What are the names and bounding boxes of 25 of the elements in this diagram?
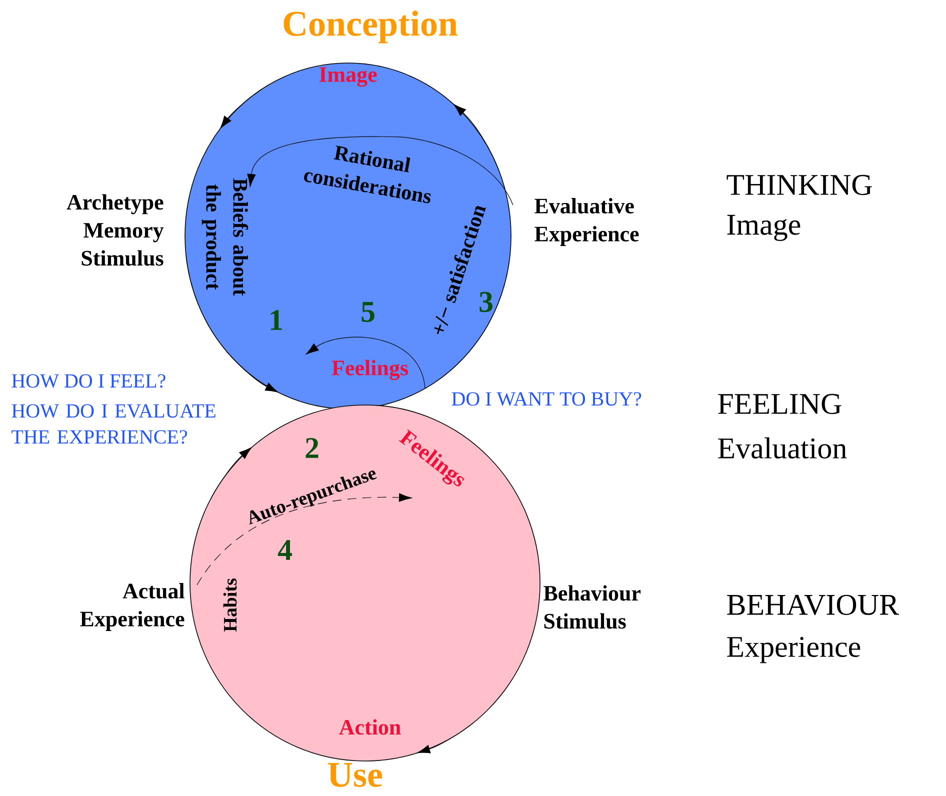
step-number: 1 [270, 310, 282, 330]
arrow-label: Beliefs about the product [202, 178, 248, 296]
step-number: 2 [306, 438, 318, 458]
step-number: 4 [278, 540, 292, 560]
circle-label: Image [319, 67, 377, 87]
question-text: HOW DO I EVALUATE THE EXPERIENCE? [12, 404, 216, 444]
stage-label: Experience [727, 636, 860, 664]
side-label: Archetype Memory Stimulus [66, 194, 164, 266]
circle-label: Action [339, 719, 401, 735]
stage-label: Image [727, 214, 800, 242]
stage-label: Evaluation [718, 437, 847, 459]
heading: Use [328, 763, 382, 787]
step-number: 5 [362, 302, 374, 322]
question-text: HOW DO I FEEL? [12, 374, 166, 388]
arrow-label: Rational considerations [304, 146, 431, 204]
heading: Conception [284, 10, 458, 44]
stage-label: BEHAVIOUR [727, 594, 899, 616]
side-label: Evaluative Experience [534, 198, 639, 246]
stage-label: FEELING [718, 394, 842, 414]
arrow-label: Habits [223, 578, 237, 632]
stage-label: THINKING [726, 174, 872, 196]
circle-label: Feelings [332, 360, 408, 380]
side-label: Actual Experience [80, 583, 184, 631]
side-label: Behaviour Stimulus [544, 585, 641, 629]
question-text: DO I WANT TO BUY? [452, 392, 642, 406]
